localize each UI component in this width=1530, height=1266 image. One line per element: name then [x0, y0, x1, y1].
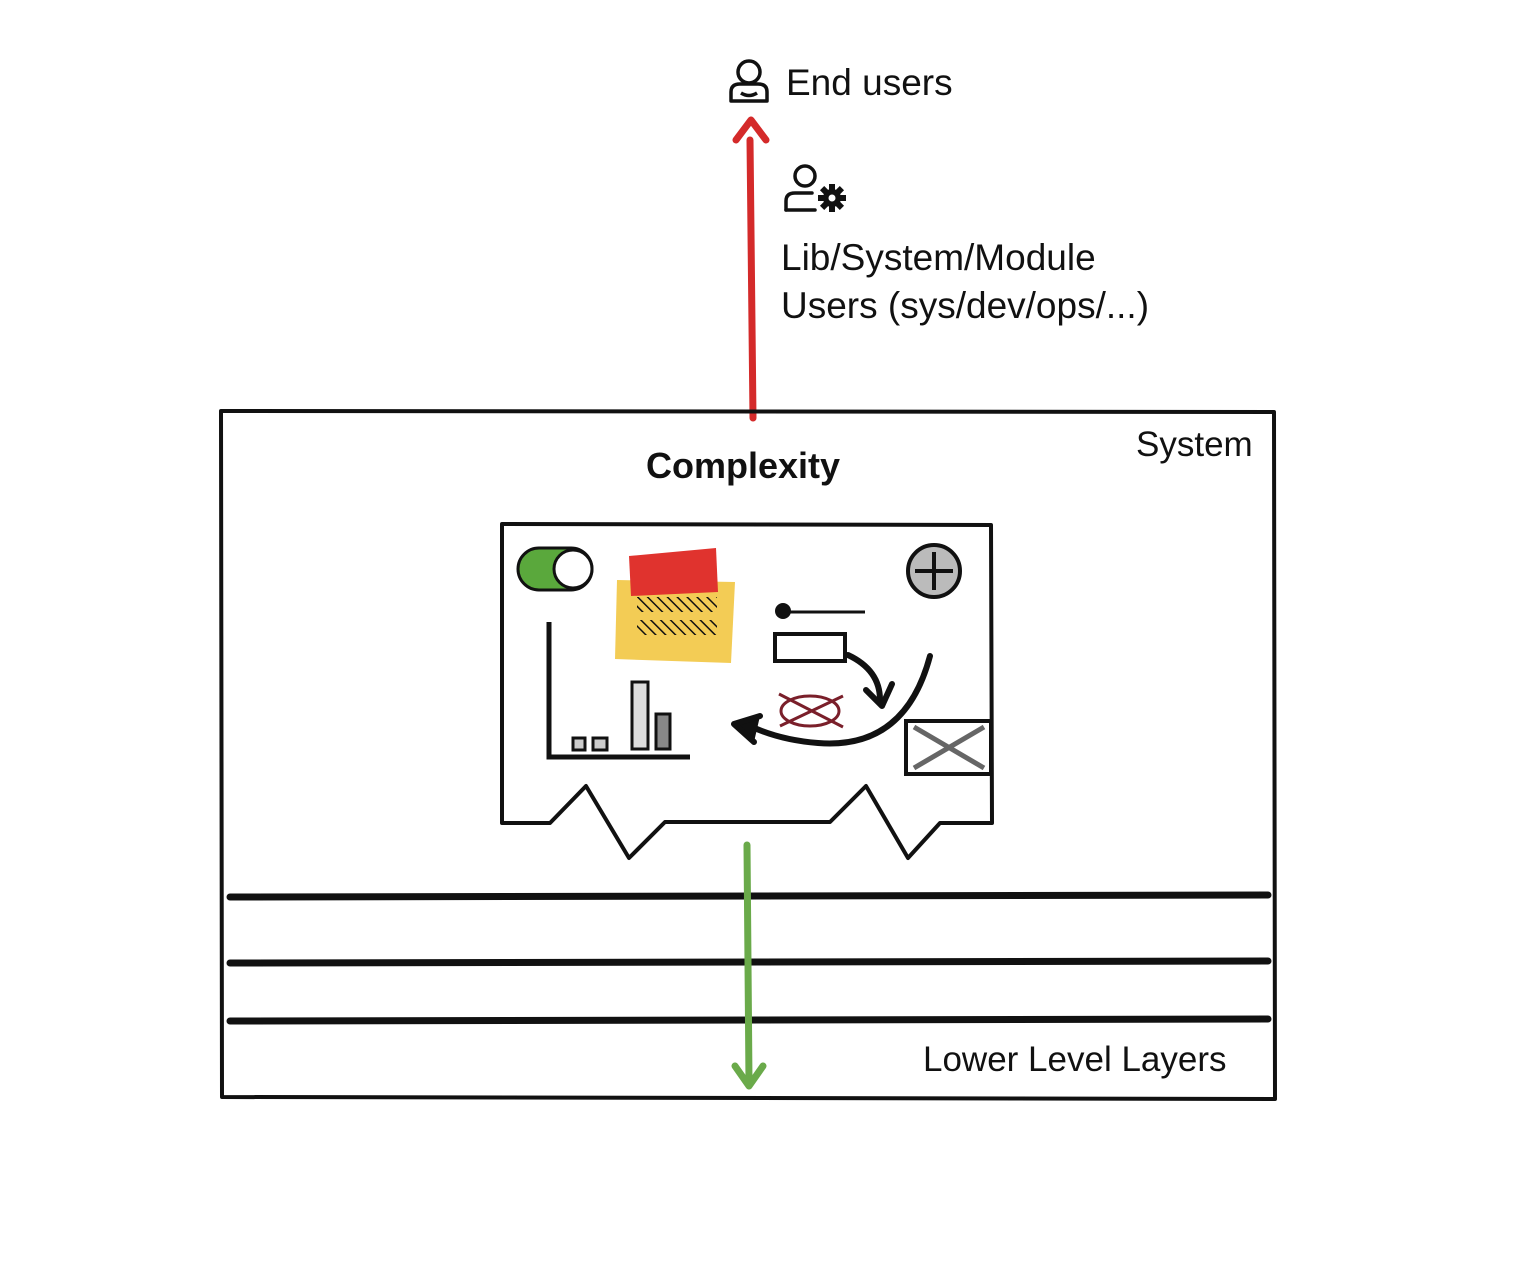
crossed-circle-icon	[778, 692, 844, 729]
text-field-icon	[773, 632, 847, 663]
lower-layers-label: Lower Level Layers	[923, 1040, 1227, 1079]
user-gear-icon	[784, 164, 846, 212]
sticky-note-icon	[615, 548, 735, 663]
plus-circle-icon	[906, 543, 962, 599]
dev-users-label-line1: Lib/System/Module	[781, 237, 1096, 278]
dev-users-label-line2: Users (sys/dev/ops/...)	[781, 285, 1150, 326]
slider-icon	[775, 603, 865, 619]
up-arrow	[732, 116, 770, 422]
user-icon	[729, 59, 769, 103]
complexity-title: Complexity	[646, 445, 841, 486]
flow-arrows	[731, 652, 933, 747]
toggle-switch-icon	[516, 546, 594, 592]
down-arrow	[731, 841, 767, 1090]
system-label: System	[1136, 425, 1253, 464]
system-box	[219, 409, 1277, 1101]
image-placeholder-icon	[904, 719, 993, 776]
dev-users-label: Lib/System/Module Users (sys/dev/ops/...…	[781, 234, 1149, 330]
end-users-label: End users	[786, 62, 953, 103]
bar-chart-icon	[546, 622, 690, 760]
